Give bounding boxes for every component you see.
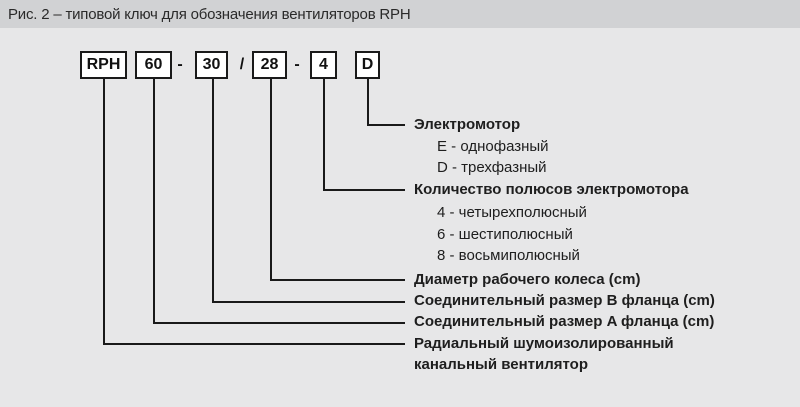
label-impeller: Диаметр рабочего колеса (cm) — [414, 271, 641, 288]
connector-line-poles — [323, 79, 405, 191]
label-poles-item-6: 6 - шестиполюсный — [437, 226, 573, 243]
separator-slash: / — [239, 56, 245, 73]
label-poles-item-4: 4 - четырехполюсный — [437, 204, 587, 221]
code-box-prefix: RPH — [80, 51, 127, 79]
code-box-poles: 4 — [310, 51, 337, 79]
code-box-flange-a-size: 60 — [135, 51, 172, 79]
separator-dash-1: - — [177, 56, 183, 73]
connector-line-flange-a — [153, 79, 405, 324]
label-motor-heading: Электромотор — [414, 116, 521, 133]
connector-line-impeller — [270, 79, 405, 281]
connector-line-flange-b — [212, 79, 405, 303]
label-motor-item-d: D - трехфазный — [437, 159, 547, 176]
label-fan-type: Радиальный шумоизолированный канальный в… — [414, 335, 674, 373]
label-poles-heading: Количество полюсов электромотора — [414, 181, 689, 198]
code-box-flange-b-size: 30 — [195, 51, 228, 79]
title-bar: Рис. 2 – типовой ключ для обозначения ве… — [0, 0, 800, 28]
separator-dash-2: - — [294, 56, 300, 73]
code-box-impeller-size: 28 — [252, 51, 287, 79]
label-motor-item-e: E - однофазный — [437, 138, 549, 155]
label-flange-a: Соединительный размер A фланца (cm) — [414, 313, 715, 330]
connector-line-prefix — [103, 79, 405, 345]
label-poles-item-8: 8 - восьмиполюсный — [437, 247, 580, 264]
figure-title: Рис. 2 – типовой ключ для обозначения ве… — [8, 5, 411, 23]
connector-line-motor — [367, 79, 405, 126]
code-box-motor: D — [355, 51, 380, 79]
label-flange-b: Соединительный размер B фланца (cm) — [414, 292, 715, 309]
